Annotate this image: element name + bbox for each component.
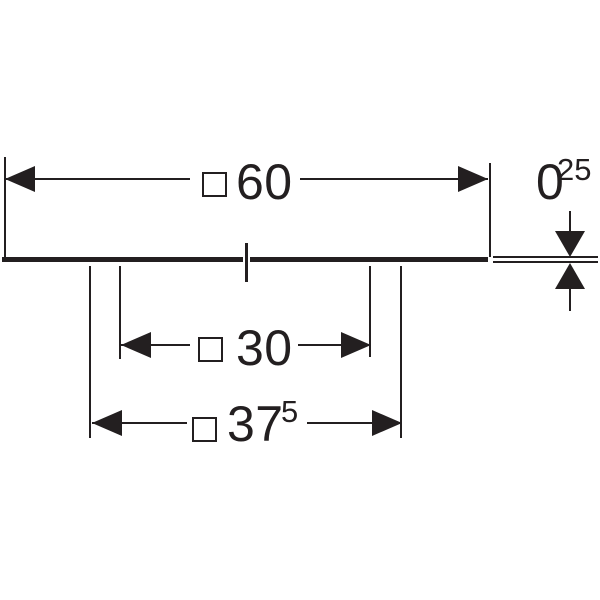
extension-line-left [89,266,91,438]
break-mark [245,243,248,282]
leader-line-lower [569,289,571,311]
arrowhead-down-icon [555,231,585,257]
extension-line-right [369,266,371,357]
arrowhead-up-icon [555,263,585,289]
dimension-line-left-segment [92,422,187,424]
extension-line-right [489,163,491,257]
extension-line-right [400,266,402,438]
dimension-value: 60 [236,154,293,210]
arrowhead-right-icon [458,166,488,192]
dimension-line-left-segment [121,344,190,346]
arrowhead-left-icon [92,410,122,436]
leader-line-upper [569,211,571,232]
thin-profile-bottom-line [493,261,598,263]
square-section-symbol [192,417,217,442]
dimension-value: 30 [236,320,293,376]
square-section-symbol [198,337,223,362]
plate-segment-right [250,257,488,262]
extension-line-left [119,266,121,359]
arrowhead-left-icon [5,166,35,192]
dimension-value: 37 [227,396,284,452]
plate-segment-left [2,257,243,262]
dimension-line-right-segment [300,178,488,180]
arrowhead-right-icon [372,410,402,436]
extension-line-left [4,157,6,258]
dimension-line-right-segment [298,344,371,346]
thickness-superscript: 25 [557,152,592,187]
dimension-superscript: 5 [281,394,299,429]
thickness-value: 0 [536,154,565,210]
dimension-line-right-segment [307,422,402,424]
dimension-line-left-segment [5,178,190,180]
square-section-symbol [202,172,227,197]
arrowhead-right-icon [341,332,371,358]
arrowhead-left-icon [121,332,151,358]
thin-profile-top-line [493,256,598,258]
